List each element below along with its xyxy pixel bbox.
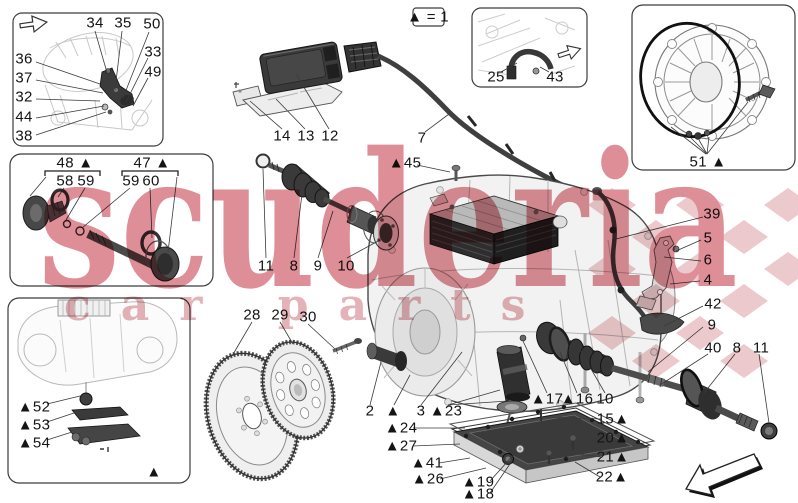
output-stub-2 — [366, 342, 407, 371]
bolt-45 — [451, 164, 461, 181]
ecu-12 — [259, 41, 343, 95]
oil-pan-art — [369, 334, 656, 494]
inset-borders — [7, 4, 796, 484]
leaders-box1 — [35, 30, 150, 136]
flywheels-art — [203, 321, 362, 482]
bracket-48 — [44, 170, 101, 176]
seal-58 — [50, 188, 70, 212]
ecu-assembly-art — [232, 41, 343, 130]
inset-engine-mount-box — [12, 12, 164, 147]
pan-bolts — [519, 334, 576, 464]
hose-25 — [508, 48, 554, 71]
direction-arrow-icon — [19, 15, 49, 34]
flywheel-29 — [260, 339, 336, 441]
seal-60 — [140, 230, 162, 256]
leaders-51 — [670, 101, 749, 155]
inset-gearbox-side-box — [7, 297, 191, 484]
direction-arrow-icon — [557, 44, 582, 61]
mount-bracket-highlight — [99, 67, 135, 115]
bracket-47 — [121, 170, 179, 176]
hose-art — [477, 13, 582, 80]
bolt-5 — [672, 245, 680, 253]
legend-box — [412, 7, 445, 27]
engine-mount-art — [19, 15, 153, 136]
clutch-cover-art — [639, 21, 776, 155]
inset-axle-seals-box — [9, 153, 214, 287]
leaders-flywheel — [231, 321, 336, 357]
inset-hose-box — [471, 7, 588, 88]
heat-exchanger-art — [428, 193, 568, 265]
oring-51 — [639, 21, 741, 139]
leaders-pan — [369, 340, 602, 494]
hose-bolt-43 — [532, 67, 540, 75]
right-axleshaft-art — [536, 216, 778, 440]
gearbox-side-art — [17, 299, 178, 452]
oring-59b — [75, 226, 85, 236]
leaders-box2 — [29, 176, 178, 253]
leaders-ecu — [249, 73, 330, 130]
axle-seals-art — [22, 170, 180, 282]
leaders-left-axle — [262, 164, 451, 259]
oring-59a — [62, 219, 72, 229]
left-axleshaft-art — [255, 153, 451, 259]
direction-arrow-large — [684, 453, 763, 498]
leaders-box3 — [46, 395, 81, 441]
guard-42 — [639, 312, 685, 335]
inset-clutch-cover-box — [631, 4, 796, 171]
gasket-53 — [71, 406, 129, 421]
nut-11 — [255, 153, 271, 169]
bolt-30 — [332, 338, 362, 355]
filter-cartridge-52 — [79, 392, 93, 406]
